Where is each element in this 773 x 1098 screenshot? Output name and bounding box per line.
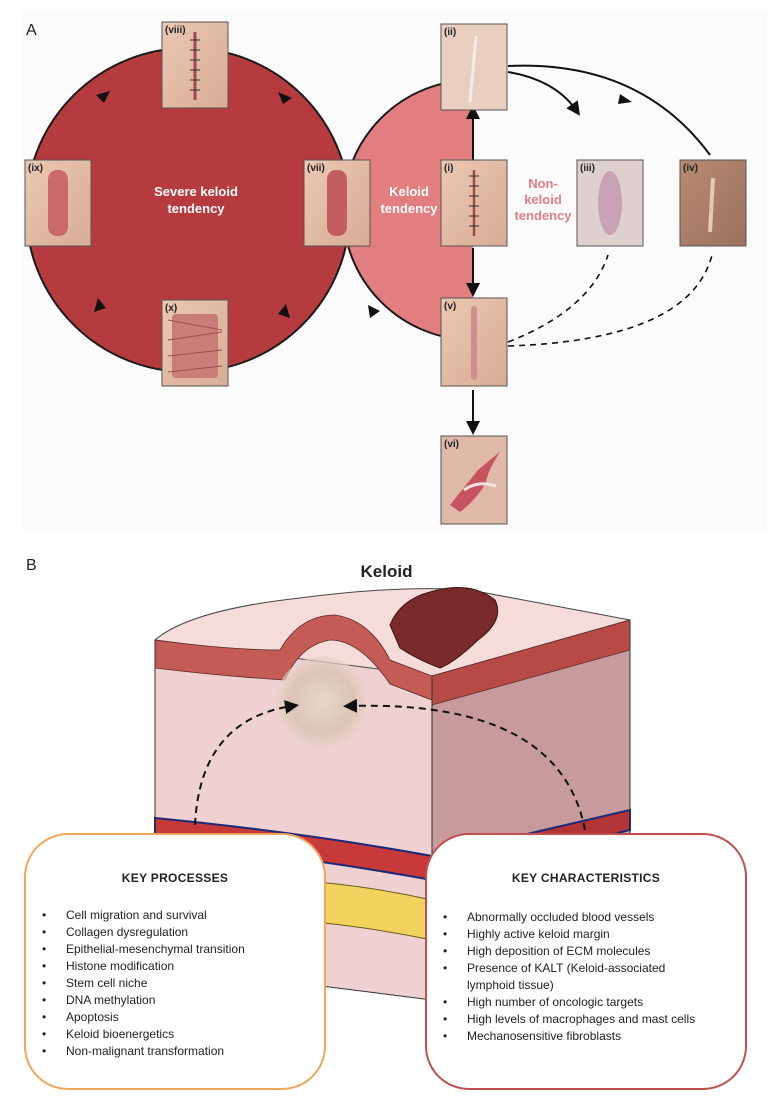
tile-ix: (ix): [24, 159, 92, 247]
tile-iii: (iii): [576, 159, 644, 247]
list-item: Abnormally occluded blood vessels: [443, 909, 695, 926]
non-keloid-line1: Non-: [528, 176, 558, 191]
dashed-arrow-right: [343, 698, 586, 831]
list-item: High deposition of ECM molecules: [443, 943, 695, 960]
list-item-continuation: lymphoid tissue): [467, 978, 554, 992]
key-characteristics-list: Abnormally occluded blood vessels Highly…: [443, 909, 695, 1045]
tile-label-v: (v): [444, 301, 456, 312]
cycle-arrow-icon: [278, 92, 292, 104]
non-keloid-line3: tendency: [514, 208, 572, 223]
cycle-arrow-icon: [278, 304, 290, 318]
dashed-curve-iv-v: [507, 254, 713, 347]
tile-label-vi: (vi): [444, 439, 459, 450]
list-item: Histone modification: [42, 958, 245, 975]
tile-ii: (ii): [440, 23, 508, 111]
list-item: Collagen dysregulation: [42, 924, 245, 941]
list-item: Non-malignant transformation: [42, 1043, 245, 1060]
severe-keloid-circle: [26, 48, 350, 372]
flow-curve-ii-iv-arrowhead: [618, 94, 632, 104]
tile-label-ii: (ii): [444, 27, 456, 38]
severe-keloid-line1: Severe keloid: [154, 184, 238, 199]
key-processes-box: KEY PROCESSES Cell migration and surviva…: [24, 833, 326, 1090]
cycle-arrows: [94, 91, 380, 318]
panel-b-label: B: [26, 557, 37, 574]
keloid-lesion: [389, 587, 499, 669]
cycle-arrow-icon: [94, 298, 106, 312]
tile-label-i: (i): [444, 163, 453, 174]
tile-vii: (vii): [303, 159, 371, 247]
tile-label-iv: (iv): [683, 163, 698, 174]
tile-vi: (vi): [440, 435, 508, 525]
key-processes-list: Cell migration and survival Collagen dys…: [42, 907, 245, 1060]
keloid-title: Keloid: [360, 562, 413, 581]
non-keloid-line2: keloid: [524, 192, 562, 207]
cycle-arrow-icon: [96, 91, 110, 103]
list-item: Epithelial-mesenchymal transition: [42, 941, 245, 958]
list-item: Presence of KALT (Keloid-associated: [443, 960, 695, 977]
list-item: Mechanosensitive fibroblasts: [443, 1028, 695, 1045]
list-item: High levels of macrophages and mast cell…: [443, 1011, 695, 1028]
tile-v: (v): [440, 297, 508, 387]
list-item: Highly active keloid margin: [443, 926, 695, 943]
tile-label-iii: (iii): [580, 163, 595, 174]
list-item: Apoptosis: [42, 1009, 245, 1026]
tile-i: (i): [440, 159, 508, 247]
flow-curve-ii-iv: [507, 64, 711, 156]
panel-a-label: A: [26, 22, 37, 39]
list-item: Stem cell niche: [42, 975, 245, 992]
key-characteristics-heading: KEY CHARACTERISTICS: [511, 871, 661, 885]
tile-viii: (viii): [161, 21, 229, 109]
dashed-arrow-left: [194, 700, 299, 826]
list-item: Cell migration and survival: [42, 907, 245, 924]
tile-label-x: (x): [165, 303, 177, 314]
key-processes-heading: KEY PROCESSES: [121, 871, 229, 885]
flow-curve-ii-iii: [507, 71, 581, 116]
tile-label-viii: (viii): [165, 25, 186, 36]
cycle-arrow-icon: [368, 305, 380, 318]
keloid-circle: [343, 80, 473, 340]
list-item: High number of oncologic targets: [443, 994, 695, 1011]
keloid-nodule: [276, 656, 368, 748]
tile-label-vii: (vii): [307, 163, 325, 174]
list-item: DNA methylation: [42, 992, 245, 1009]
key-characteristics-box: KEY CHARACTERISTICS Abnormally occluded …: [425, 833, 747, 1090]
keloid-line1: Keloid: [389, 184, 429, 199]
severe-keloid-line2: tendency: [167, 201, 225, 216]
list-item: Keloid bioenergetics: [42, 1026, 245, 1043]
keloid-line2: tendency: [380, 201, 438, 216]
dashed-curve-iii-v: [507, 254, 609, 343]
tile-label-ix: (ix): [28, 163, 43, 174]
tile-iv: (iv): [679, 159, 747, 247]
tile-x: (x): [161, 299, 229, 387]
